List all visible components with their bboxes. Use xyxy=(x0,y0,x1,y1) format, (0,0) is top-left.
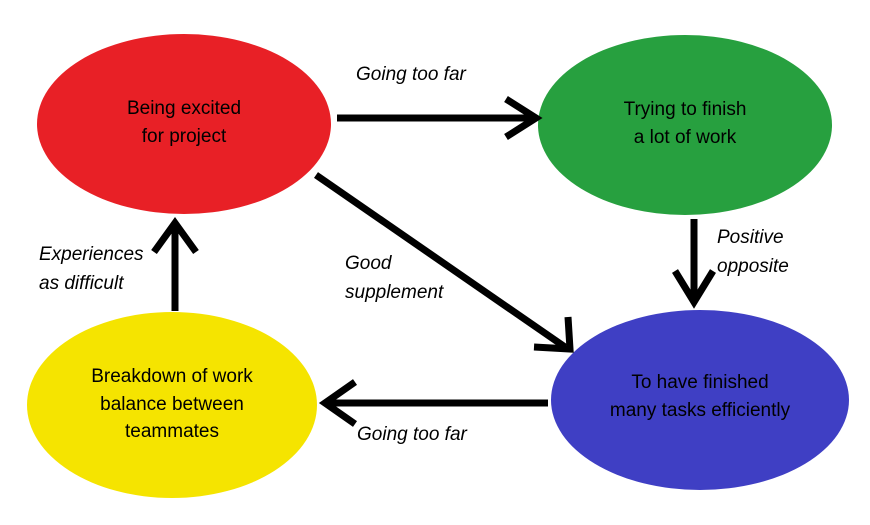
edge-breakdown-to-excited xyxy=(151,217,199,311)
edge-label-experiences-as-difficult: Experiences as difficult xyxy=(39,244,144,294)
edge-label-good-supplement: Good supplement xyxy=(345,253,444,303)
edge-excited-to-finished-tasks xyxy=(314,172,574,353)
edge-label-going-too-far-bottom: Going too far xyxy=(357,424,467,445)
node-finished-tasks[interactable] xyxy=(551,310,849,490)
node-excited[interactable] xyxy=(37,34,331,214)
edge-excited-to-finish-work xyxy=(337,96,543,140)
edge-finished-tasks-to-breakdown xyxy=(318,379,548,427)
edge-label-going-too-far-top: Going too far xyxy=(356,64,466,85)
edge-label-positive-opposite: Positive opposite xyxy=(717,227,789,277)
edge-finish-work-to-finished-tasks xyxy=(672,219,716,309)
node-finish-work[interactable] xyxy=(538,35,832,215)
node-breakdown[interactable] xyxy=(27,312,317,498)
